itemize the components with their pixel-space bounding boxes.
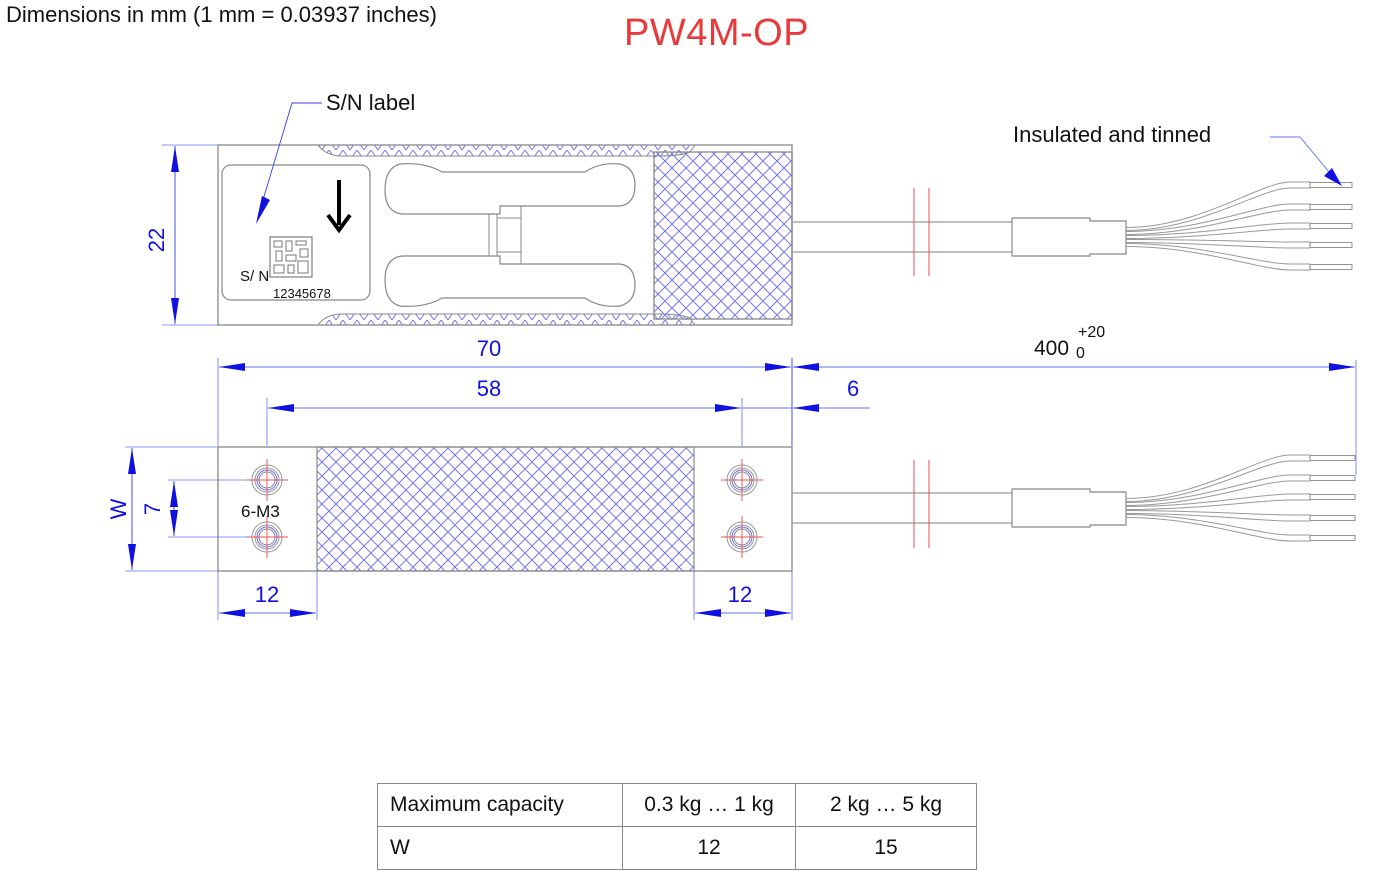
cable-length-label: 400 bbox=[1034, 337, 1069, 360]
side-hatch-area bbox=[316, 446, 695, 572]
tinned-wire-end bbox=[1309, 535, 1356, 541]
cable-gland-hatch bbox=[653, 151, 793, 320]
cable-offset-label: 6 bbox=[847, 376, 859, 401]
wire bbox=[1125, 181, 1353, 231]
width-dimension-label: W bbox=[106, 498, 131, 519]
tinned-wire-end bbox=[1309, 182, 1353, 188]
threaded-hole-icon bbox=[721, 459, 763, 501]
table-header-cell: Maximum capacity bbox=[377, 783, 623, 827]
tinned-wire-end bbox=[1309, 242, 1353, 248]
table-row: W 12 15 bbox=[377, 826, 977, 870]
capacity-table-header-row: Maximum capacity 0.3 kg … 1 kg 2 kg … 5 … bbox=[377, 783, 977, 827]
sn-label-leader bbox=[259, 102, 322, 211]
threaded-hole-icon bbox=[246, 459, 288, 501]
wire bbox=[1125, 493, 1356, 510]
wire-callout-leader bbox=[1270, 136, 1335, 179]
threaded-hole-icon bbox=[721, 516, 763, 558]
cable-tolerance-lower: 0 bbox=[1076, 345, 1085, 362]
hole-spacing-label: 58 bbox=[477, 376, 501, 401]
bending-beam-cutout-upper bbox=[384, 163, 636, 215]
wire bbox=[1125, 454, 1356, 502]
tinned-wire-end bbox=[1309, 494, 1356, 500]
length-dimensions: 70 400 +20 0 58 6 bbox=[217, 324, 1357, 475]
hatch-strip-bottom bbox=[317, 313, 696, 326]
units-note: Dimensions in mm (1 mm = 0.03937 inches) bbox=[6, 2, 437, 27]
capacity-table: Maximum capacity 0.3 kg … 1 kg 2 kg … 5 … bbox=[377, 783, 977, 870]
wire bbox=[1125, 474, 1356, 506]
wire-callout: Insulated and tinned bbox=[1013, 122, 1211, 147]
table-cell: 12 bbox=[622, 826, 796, 870]
wire bbox=[1125, 239, 1353, 249]
threaded-hole-icon bbox=[246, 516, 288, 558]
wire-callout-arrowhead bbox=[1324, 168, 1342, 186]
datamatrix-code-icon bbox=[269, 236, 313, 278]
wire-bundle-top bbox=[1125, 181, 1353, 271]
hole-pitch-label: 7 bbox=[140, 503, 165, 515]
wire-bundle-side bbox=[1125, 454, 1356, 542]
sn-leader-arrowhead bbox=[256, 196, 270, 224]
tinned-wire-end bbox=[1309, 264, 1353, 270]
tinned-wire-end bbox=[1309, 475, 1356, 481]
sn-label-callout: S/N label bbox=[326, 90, 415, 115]
load-direction-arrow-icon bbox=[326, 180, 352, 234]
total-length-label: 70 bbox=[477, 336, 501, 361]
cable-tolerance-upper: +20 bbox=[1078, 324, 1105, 341]
sn-prefix: S/ N bbox=[240, 268, 269, 285]
tinned-wire-end bbox=[1309, 204, 1353, 210]
table-header-cell: 2 kg … 5 kg bbox=[795, 783, 977, 827]
top-view: S/ N 12345678 S/N label Insulated and ti… bbox=[144, 90, 1353, 326]
hatch-strip-top bbox=[317, 144, 696, 157]
left-pad-label: 12 bbox=[255, 582, 279, 607]
table-header-cell: 0.3 kg … 1 kg bbox=[622, 783, 796, 827]
right-pad-label: 12 bbox=[728, 582, 752, 607]
wire bbox=[1125, 222, 1353, 239]
tinned-wire-end bbox=[1309, 223, 1353, 229]
strain-gauge-bridge bbox=[488, 206, 522, 264]
table-cell: W bbox=[377, 826, 623, 870]
cable-top bbox=[792, 188, 1127, 276]
wire bbox=[1125, 243, 1353, 271]
wire bbox=[1125, 510, 1356, 522]
height-dimension-label: 22 bbox=[144, 228, 169, 252]
side-view: 6-M3 W 7 12 12 bbox=[106, 446, 1356, 620]
cable-side bbox=[792, 460, 1127, 548]
serial-number: 12345678 bbox=[273, 286, 331, 301]
hole-spec-label: 6-M3 bbox=[241, 502, 280, 521]
wire bbox=[1125, 203, 1353, 235]
wire bbox=[1125, 514, 1356, 542]
sn-label-panel bbox=[221, 164, 371, 301]
model-title: PW4M-OP bbox=[624, 12, 810, 54]
bending-beam-cutout-lower bbox=[384, 255, 636, 307]
table-cell: 15 bbox=[795, 826, 977, 870]
tinned-wire-end bbox=[1309, 455, 1356, 461]
tinned-wire-end bbox=[1309, 515, 1356, 521]
mounting-holes bbox=[246, 459, 763, 558]
